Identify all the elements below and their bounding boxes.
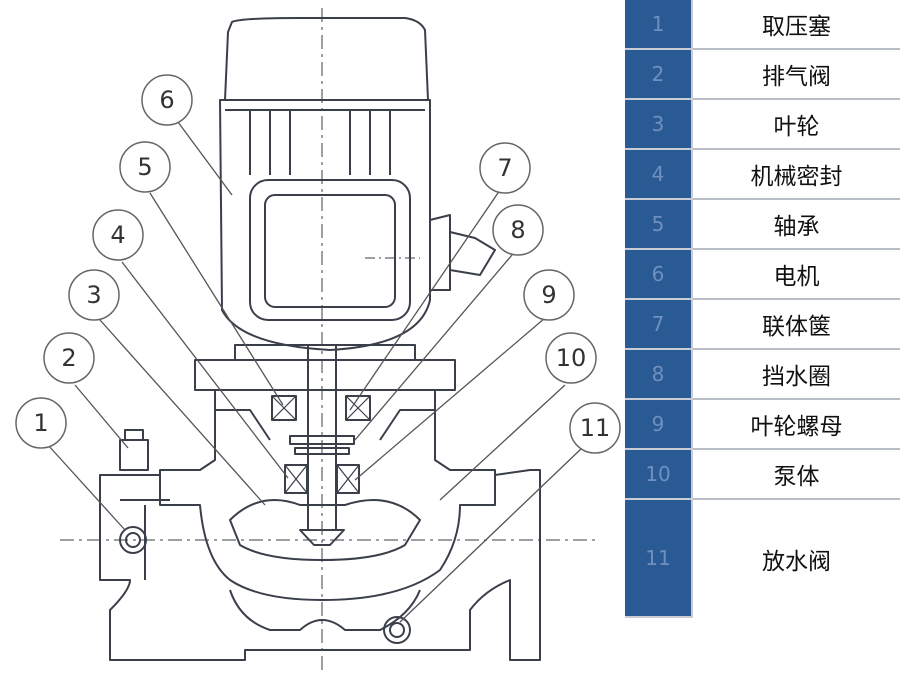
part-number: 9 bbox=[625, 400, 693, 450]
callout-circle bbox=[43, 332, 95, 384]
part-name: 电机 bbox=[693, 250, 900, 300]
callout-label-7: 7 bbox=[497, 154, 512, 182]
part-number: 4 bbox=[625, 150, 693, 200]
part-name: 挡水圈 bbox=[693, 350, 900, 400]
parts-row: 2 排气阀 bbox=[625, 50, 900, 100]
part-number: 5 bbox=[625, 200, 693, 250]
parts-row: 5 轴承 bbox=[625, 200, 900, 250]
part-name: 叶轮螺母 bbox=[693, 400, 900, 450]
callout-circle bbox=[479, 142, 531, 194]
part-number: 3 bbox=[625, 100, 693, 150]
callout-circle bbox=[15, 397, 67, 449]
terminal-box bbox=[249, 179, 411, 321]
bearing-left bbox=[271, 395, 297, 421]
callout-circle bbox=[68, 269, 120, 321]
part-name: 机械密封 bbox=[693, 150, 900, 200]
cable-gland bbox=[429, 214, 451, 291]
bearing-right bbox=[345, 395, 371, 421]
callout-circle bbox=[119, 141, 171, 193]
part-number: 6 bbox=[625, 250, 693, 300]
callout-label-5: 5 bbox=[137, 153, 152, 181]
part-name: 泵体 bbox=[693, 450, 900, 500]
motor-flange bbox=[194, 359, 456, 391]
callout-label-8: 8 bbox=[510, 216, 525, 244]
pump-cross-section-diagram: 1 2 3 4 5 6 7 8 9 10 11 bbox=[15, 8, 621, 675]
part-number: 2 bbox=[625, 50, 693, 100]
part-number: 11 bbox=[625, 500, 693, 618]
callout-label-11: 11 bbox=[580, 414, 611, 442]
callout-label-9: 9 bbox=[541, 281, 556, 309]
callout-label-6: 6 bbox=[159, 86, 174, 114]
part-number: 8 bbox=[625, 350, 693, 400]
parts-row: 6 电机 bbox=[625, 250, 900, 300]
part-number: 10 bbox=[625, 450, 693, 500]
parts-row: 10 泵体 bbox=[625, 450, 900, 500]
callout-circle bbox=[545, 332, 597, 384]
vent-valve bbox=[119, 439, 149, 471]
part-number: 7 bbox=[625, 300, 693, 350]
callout-label-3: 3 bbox=[86, 281, 101, 309]
parts-row: 7 联体箧 bbox=[625, 300, 900, 350]
part-name: 轴承 bbox=[693, 200, 900, 250]
callout-circle bbox=[523, 269, 575, 321]
parts-row: 4 机械密封 bbox=[625, 150, 900, 200]
callout-circle bbox=[141, 74, 193, 126]
parts-row: 9 叶轮螺母 bbox=[625, 400, 900, 450]
pump-casing bbox=[99, 469, 541, 661]
part-name: 排气阀 bbox=[693, 50, 900, 100]
part-name: 取压塞 bbox=[693, 0, 900, 50]
parts-row: 8 挡水圈 bbox=[625, 350, 900, 400]
impeller bbox=[229, 499, 421, 561]
parts-row: 11 放水阀 bbox=[625, 500, 900, 618]
callout-label-10: 10 bbox=[556, 344, 587, 372]
callout-label-1: 1 bbox=[33, 409, 48, 437]
callout-circle bbox=[492, 204, 544, 256]
motor-cap bbox=[224, 17, 429, 101]
part-number: 1 bbox=[625, 0, 693, 50]
parts-legend-table: 1 取压塞 2 排气阀 3 叶轮 4 机械密封 5 轴承 6 电机 7 联体箧 … bbox=[625, 0, 900, 680]
parts-row: 1 取压塞 bbox=[625, 0, 900, 50]
callout-label-4: 4 bbox=[110, 221, 125, 249]
parts-row: 3 叶轮 bbox=[625, 100, 900, 150]
motor-body bbox=[219, 99, 431, 351]
callout-circle bbox=[92, 209, 144, 261]
part-name: 叶轮 bbox=[693, 100, 900, 150]
callout-label-2: 2 bbox=[61, 344, 76, 372]
drain-valve bbox=[383, 616, 411, 644]
part-name: 联体箧 bbox=[693, 300, 900, 350]
part-name: 放水阀 bbox=[693, 500, 900, 618]
callout-circle bbox=[569, 402, 621, 454]
